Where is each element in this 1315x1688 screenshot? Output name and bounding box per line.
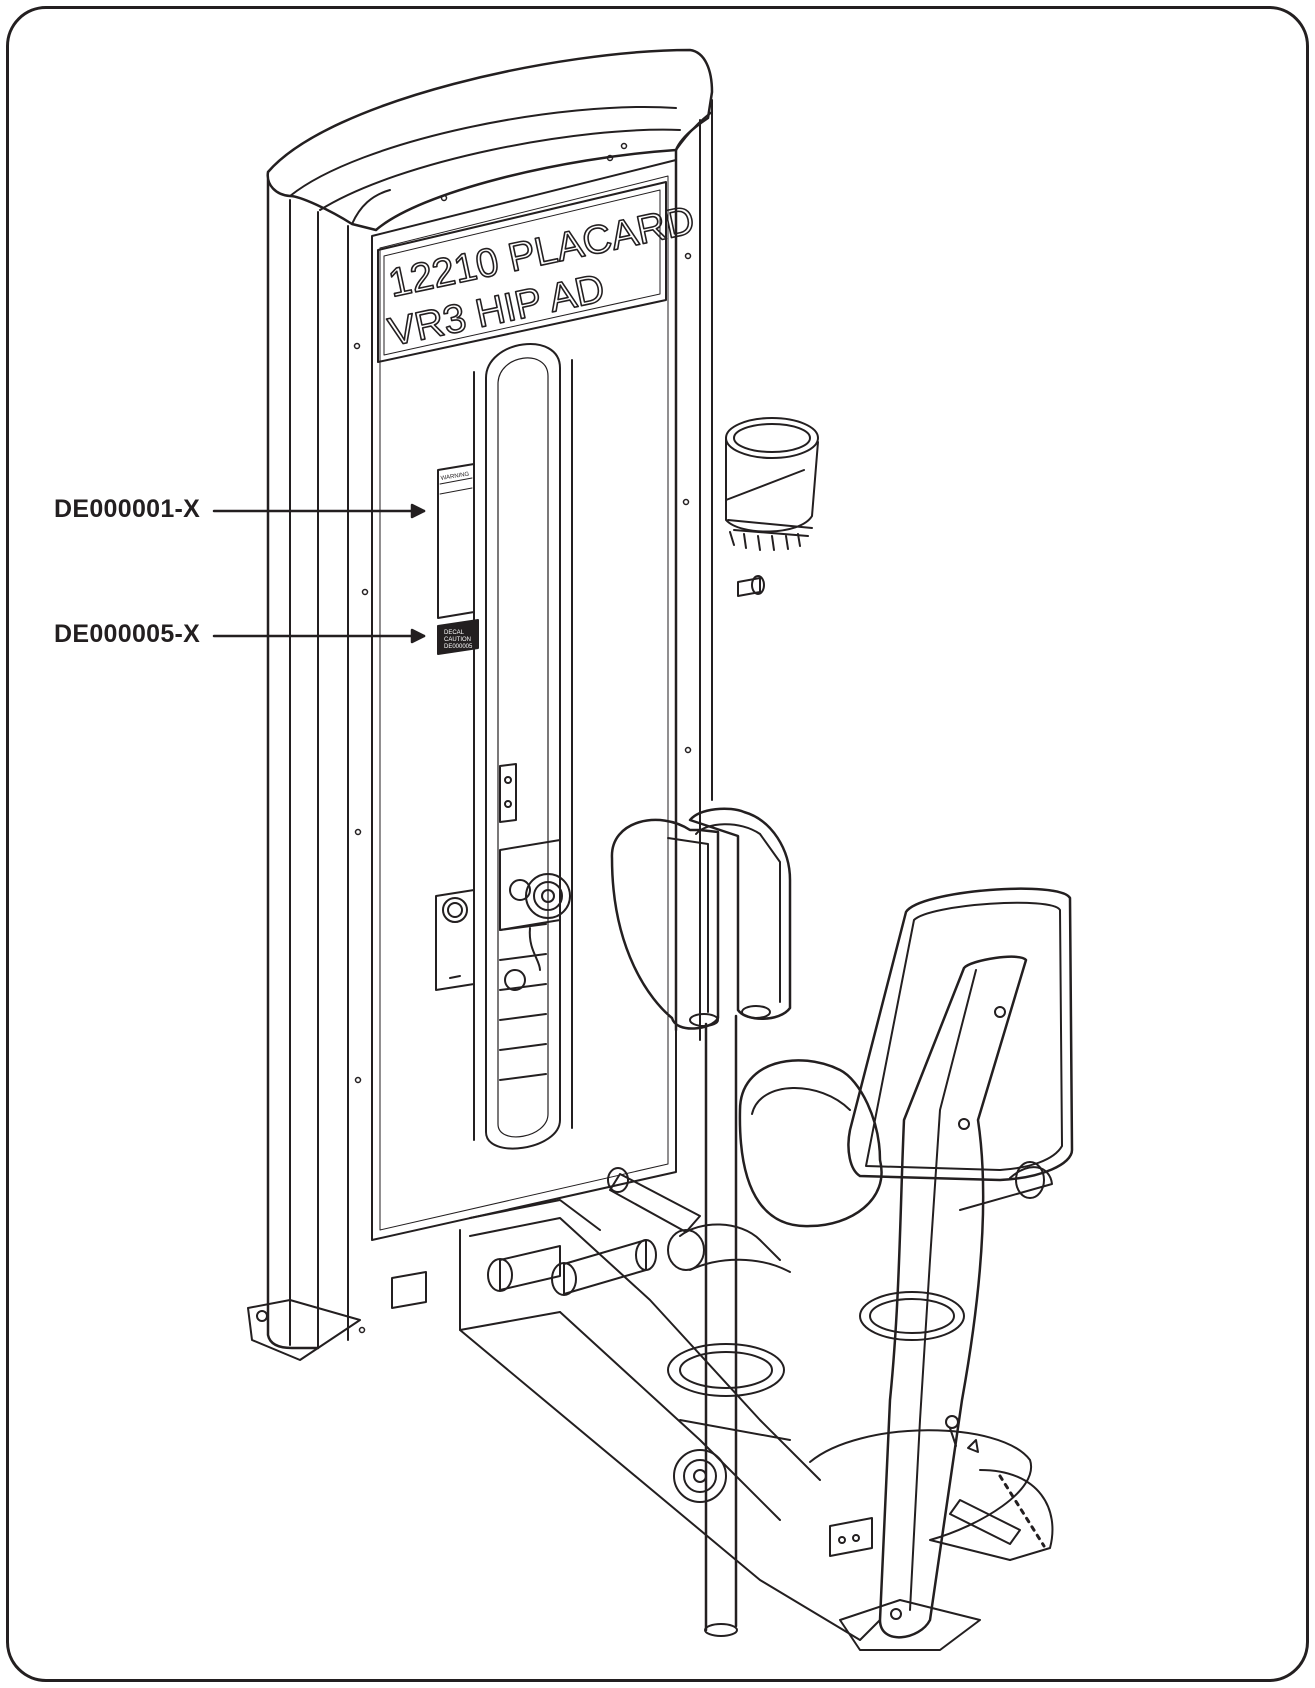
- selector-assembly: [499, 763, 571, 991]
- thigh-pads: [610, 807, 792, 1637]
- weight-stack-guide: [473, 343, 573, 1150]
- pulley-and-plate: [667, 1291, 1054, 1561]
- page-border: [6, 6, 1309, 1682]
- seat-assembly: [738, 887, 1074, 1639]
- placard: [377, 181, 667, 363]
- caution-decal-line-2: CAUTION: [444, 637, 471, 643]
- arrow-head-2: [410, 628, 426, 644]
- callout-label-de000005: DE000005-X: [54, 620, 201, 648]
- warning-decal: [437, 463, 475, 619]
- panel-access-square: [391, 1271, 427, 1309]
- caution-decal-line-1: DECAL: [444, 630, 465, 636]
- warning-decal-header: WARNING: [440, 471, 470, 481]
- caution-decal-line-3: DE000005: [444, 644, 473, 650]
- callout-label-de000001: DE000001-X: [54, 495, 201, 523]
- base-frame: [459, 1217, 981, 1651]
- arrow-head-1: [410, 503, 426, 519]
- storage-holder: [725, 417, 819, 597]
- tower-frame: [247, 48, 714, 1361]
- callout-leaders: [212, 503, 426, 644]
- leg-levers: [459, 1167, 791, 1296]
- range-plate: [435, 889, 475, 991]
- frame-fasteners: [353, 142, 692, 1334]
- caution-decal: [437, 619, 479, 655]
